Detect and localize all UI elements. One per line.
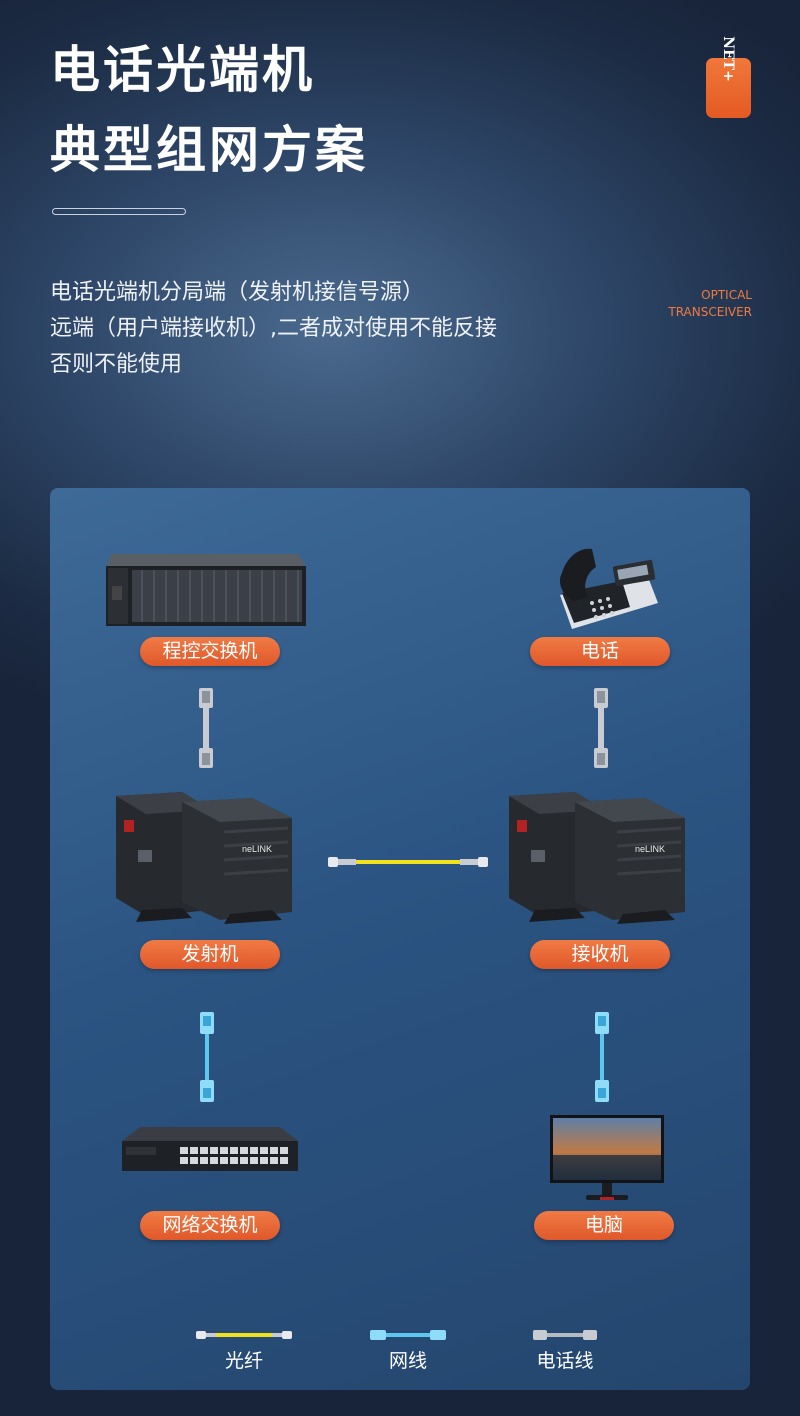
transmitter-label: 发射机: [140, 940, 280, 969]
description-line: 远端（用户端接收机）,二者成对使用不能反接: [50, 316, 497, 341]
pbx-label: 程控交换机: [140, 637, 280, 666]
legend-network-cable-label: 网线: [388, 1350, 427, 1372]
network-cable-connector-left: [200, 1012, 214, 1102]
side-caption-line: TRANSCEIVER: [668, 305, 752, 319]
legend-phone-cable-label: 电话线: [536, 1350, 594, 1372]
side-caption-line: OPTICAL: [701, 288, 752, 302]
network-cable-connector-right: [595, 1012, 609, 1102]
computer-monitor-image: [550, 1115, 664, 1200]
side-caption: OPTICAL TRANSCEIVER: [668, 287, 752, 321]
phone-label: 电话: [530, 637, 670, 666]
legend-fiber-label: 光纤: [224, 1350, 263, 1372]
description-line: 电话光端机分局端（发射机接信号源）: [50, 280, 425, 305]
fiber-cable-link: [328, 857, 488, 867]
svg-text:neLINK: neLINK: [242, 844, 272, 854]
description-line: 否则不能使用: [50, 352, 183, 377]
receiver-label: 接收机: [530, 940, 670, 969]
net-plus-badge: [706, 58, 751, 118]
legend-fiber-swatch: [196, 1331, 292, 1339]
description: 电话光端机分局端（发射机接信号源） 远端（用户端接收机）,二者成对使用不能反接 …: [50, 275, 497, 383]
phone-cable-connector-left: [199, 688, 213, 768]
pbx-device-image: [106, 554, 306, 626]
telephone-image: [559, 548, 658, 629]
badge-text: NET+: [720, 36, 736, 82]
page-title-line2: 典型组网方案: [50, 121, 368, 179]
network-switch-label: 网络交换机: [140, 1211, 280, 1240]
phone-cable-connector-right: [594, 688, 608, 768]
legend-phone-cable-swatch: [533, 1330, 597, 1340]
legend-network-cable-swatch: [370, 1330, 446, 1340]
page-title-line1: 电话光端机: [50, 41, 315, 99]
receiver-device-image: neLINK: [509, 792, 685, 924]
svg-text:neLINK: neLINK: [635, 844, 665, 854]
network-switch-image: [122, 1127, 298, 1171]
computer-label: 电脑: [534, 1211, 674, 1240]
transmitter-device-image: neLINK: [116, 792, 292, 924]
title-divider: [52, 208, 186, 215]
